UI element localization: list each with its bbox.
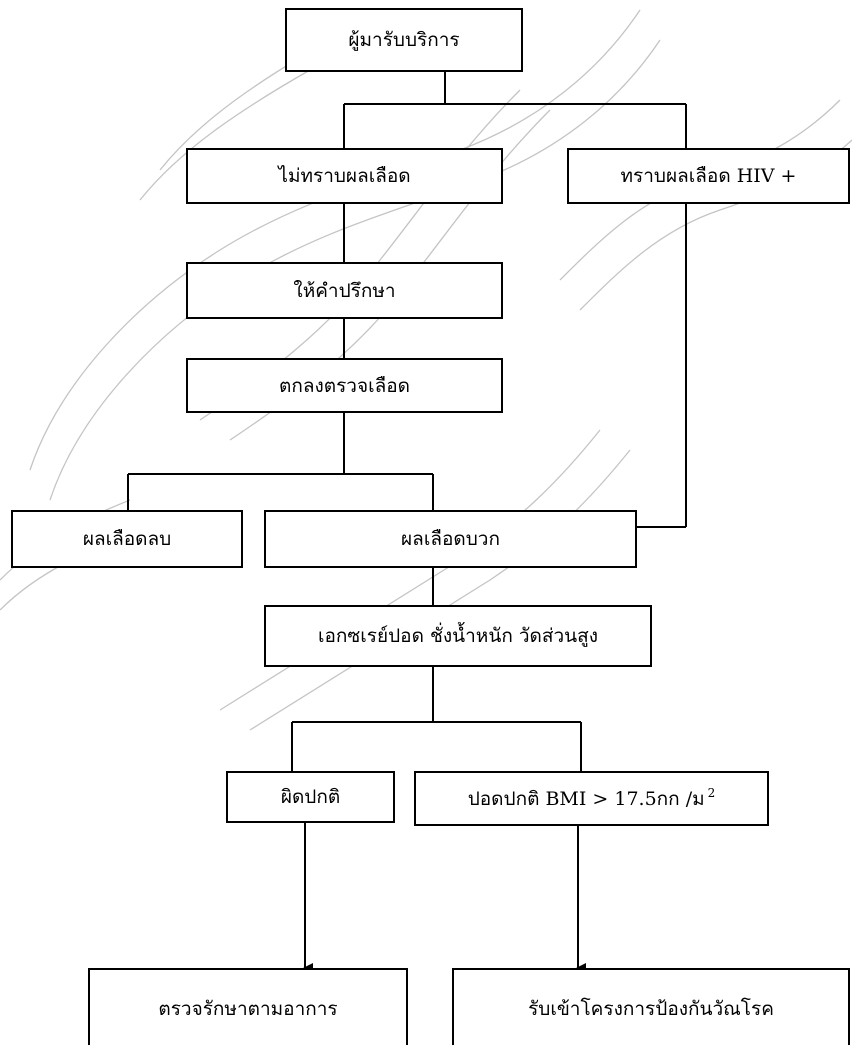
node-enroll-tb-prevention: รับเข้าโครงการป้องกันวัณโรค — [452, 968, 850, 1045]
node-known-hiv-positive: ทราบผลเลือด HIV + — [567, 148, 850, 204]
node-blood-negative: ผลเลือดลบ — [11, 510, 243, 568]
node-enroll-tb-prevention-label: รับเข้าโครงการป้องกันวัณโรค — [528, 998, 774, 1020]
node-abnormal: ผิดปกติ — [226, 771, 395, 823]
node-agree-blood-test-label: ตกลงตรวจเลือด — [279, 374, 410, 397]
node-blood-positive: ผลเลือดบวก — [264, 510, 637, 568]
node-normal-lung-bmi-text: ปอดปกติ BMI > 17.5กก /ม — [467, 787, 705, 810]
node-service-recipient-label: ผู้มารับบริการ — [348, 29, 460, 51]
node-counseling: ให้คำปรึกษา — [186, 262, 503, 319]
node-agree-blood-test: ตกลงตรวจเลือด — [186, 358, 503, 413]
node-xray-weight-height: เอกซเรย์ปอด ชั่งน้ำหนัก วัดส่วนสูง — [264, 605, 652, 667]
node-normal-lung-bmi-superscript: 2 — [707, 786, 716, 801]
node-service-recipient: ผู้มารับบริการ — [285, 8, 523, 72]
node-blood-negative-label: ผลเลือดลบ — [82, 528, 172, 550]
node-treat-by-symptoms-label: ตรวจรักษาตามอาการ — [158, 998, 338, 1020]
node-xray-weight-height-label: เอกซเรย์ปอด ชั่งน้ำหนัก วัดส่วนสูง — [317, 625, 598, 647]
node-unknown-blood-result-label: ไม่ทราบผลเลือด — [278, 165, 411, 187]
node-treat-by-symptoms: ตรวจรักษาตามอาการ — [88, 968, 408, 1045]
node-counseling-label: ให้คำปรึกษา — [293, 279, 396, 302]
node-unknown-blood-result: ไม่ทราบผลเลือด — [186, 148, 503, 204]
node-known-hiv-positive-label: ทราบผลเลือด HIV + — [620, 165, 797, 187]
node-abnormal-label: ผิดปกติ — [280, 786, 341, 808]
node-blood-positive-label: ผลเลือดบวก — [401, 528, 500, 550]
